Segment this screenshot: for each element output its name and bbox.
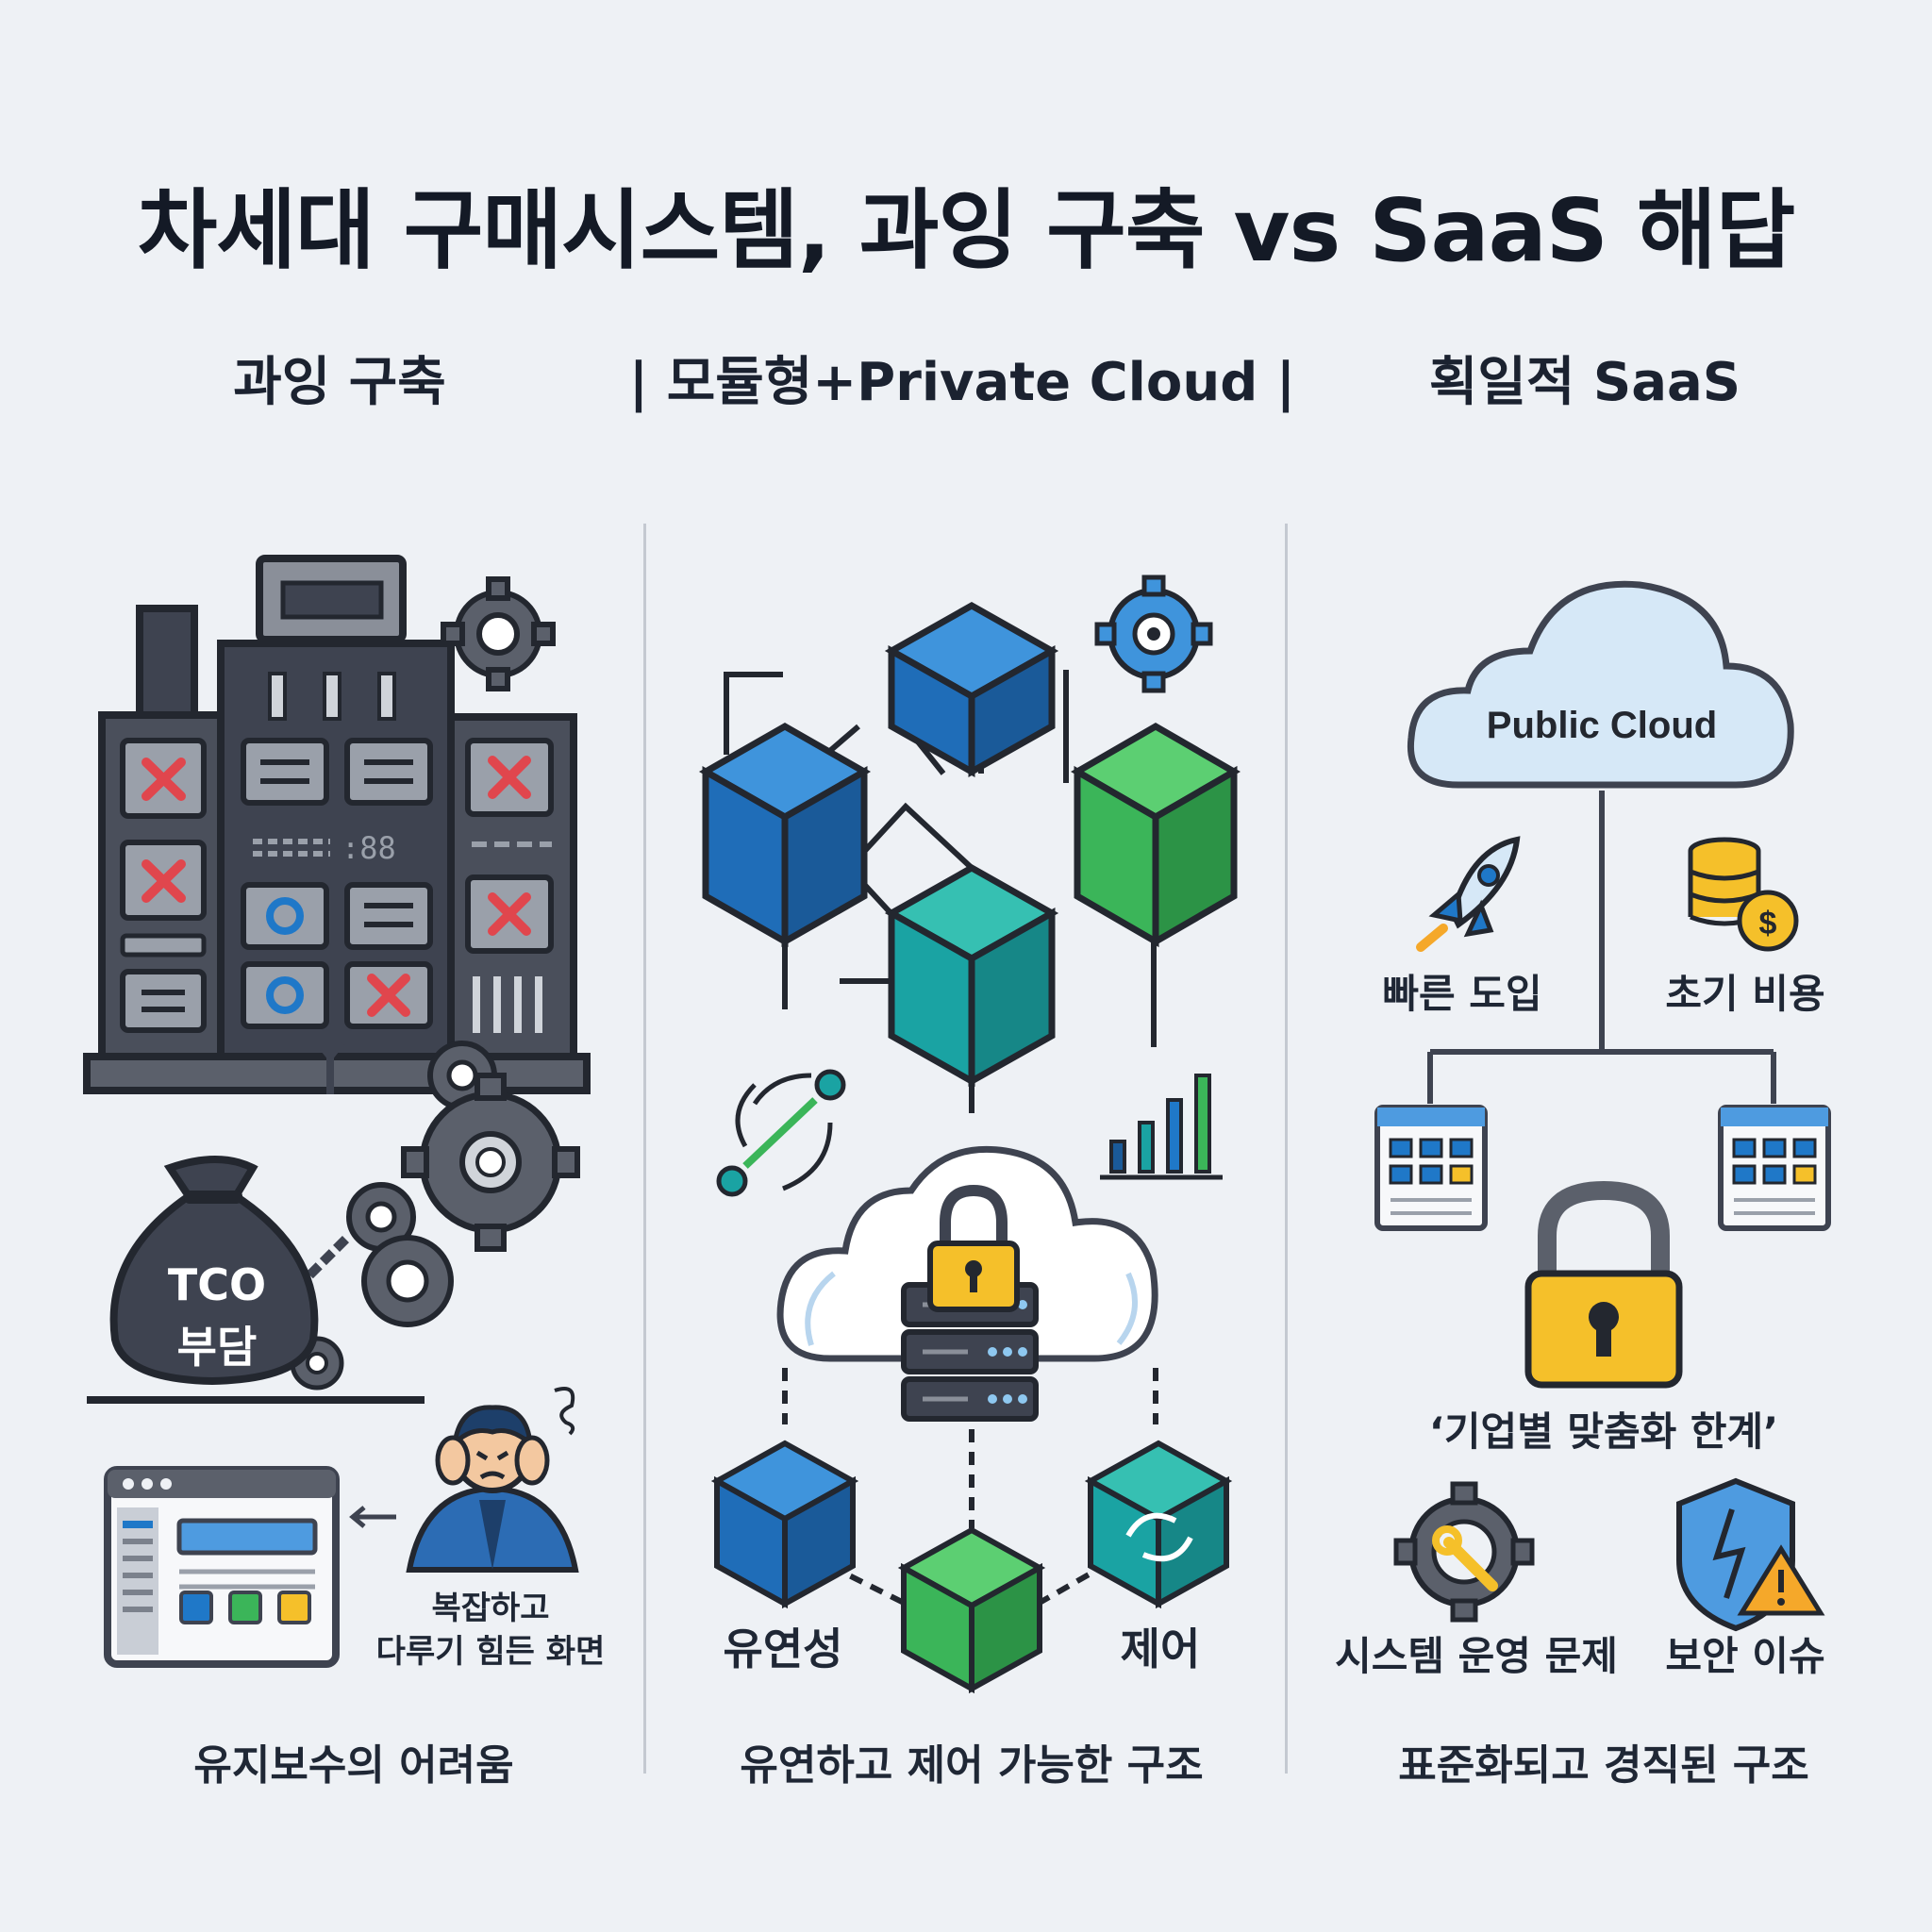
padlock-icon-large <box>1524 1180 1683 1389</box>
burden-label: 부담 <box>176 1322 258 1373</box>
public-cloud-icon <box>1407 580 1794 789</box>
public-cloud-label: Public Cloud <box>1487 705 1717 746</box>
caption-flexible-structure: 유연하고 제어 가능한 구조 <box>740 1741 1204 1790</box>
control-label: 제어 <box>1120 1624 1201 1674</box>
caption-rigid-structure: 표준화되고 경직된 구조 <box>1398 1741 1809 1790</box>
svg-text::88: :88 <box>341 830 396 866</box>
fast-adoption-label: 빠른 도입 <box>1382 971 1542 1017</box>
chain-icon <box>279 1232 353 1306</box>
heading-overbuild: 과잉 구축 <box>233 352 446 413</box>
svg-text:$: $ <box>1759 906 1777 941</box>
shield-warning-icon <box>1676 1477 1825 1632</box>
dashed-connectors <box>782 1368 1158 1607</box>
money-bag-icon <box>109 1156 319 1386</box>
app-window-icon-left <box>1374 1105 1488 1231</box>
caption-maintenance-difficulty: 유지보수의 어려움 <box>193 1741 514 1790</box>
stressed-user-icon <box>406 1387 579 1573</box>
gear-icon-large <box>401 1073 580 1252</box>
cube-icon-left-blue <box>698 722 872 948</box>
complex-screen-label-line1: 복잡하고 <box>431 1590 550 1627</box>
rocket-icon <box>1416 836 1521 952</box>
flexibility-label: 유연성 <box>723 1624 843 1674</box>
system-ops-issue-label: 시스템 운영 문제 <box>1335 1633 1618 1679</box>
gear-icon-top <box>441 576 556 691</box>
cube-icon-right-green <box>1071 722 1241 948</box>
coins-icon: $ <box>1688 837 1799 952</box>
cloud-connector-lines <box>1427 791 1776 1104</box>
bar-chart-icon <box>1100 1074 1223 1180</box>
complex-app-window-icon <box>104 1466 340 1668</box>
legacy-server-building-icon: :88 <box>83 555 591 1094</box>
cube-icon-bottom-center-green <box>897 1526 1046 1694</box>
cube-icon-center-teal <box>884 863 1059 1087</box>
gear-icon-medium <box>361 1235 454 1327</box>
sync-arrows-icon <box>716 1069 846 1197</box>
divider-left <box>643 524 646 1774</box>
initial-cost-label: 초기 비용 <box>1665 971 1825 1017</box>
divider-right <box>1285 524 1288 1774</box>
customization-limit-label: ‘기업별 맞춤화 한계’ <box>1428 1408 1779 1455</box>
cube-icon-bottom-left-blue <box>710 1440 859 1609</box>
tco-label: TCO <box>167 1259 267 1310</box>
arrow-icon <box>349 1506 396 1528</box>
gear-icon-chain <box>346 1182 416 1252</box>
page-title: 차세대 구매시스템, 과잉 구축 vs SaaS 해답 <box>137 180 1796 281</box>
app-window-icon-right <box>1718 1105 1831 1231</box>
security-issue-label: 보안 이슈 <box>1665 1633 1825 1679</box>
cube-icon-top-blue <box>884 601 1059 777</box>
heading-modular-private-cloud: | 모듈형+Private Cloud | <box>628 352 1296 413</box>
gear-icon-blue <box>1094 575 1213 693</box>
cube-icon-bottom-right-teal <box>1084 1440 1233 1609</box>
gear-wrench-icon <box>1393 1481 1535 1623</box>
complex-screen-label-line2: 다루기 힘든 화면 <box>375 1633 606 1671</box>
heading-uniform-saas: 획일적 SaaS <box>1428 352 1741 413</box>
padlock-icon-cloud <box>927 1184 1020 1312</box>
